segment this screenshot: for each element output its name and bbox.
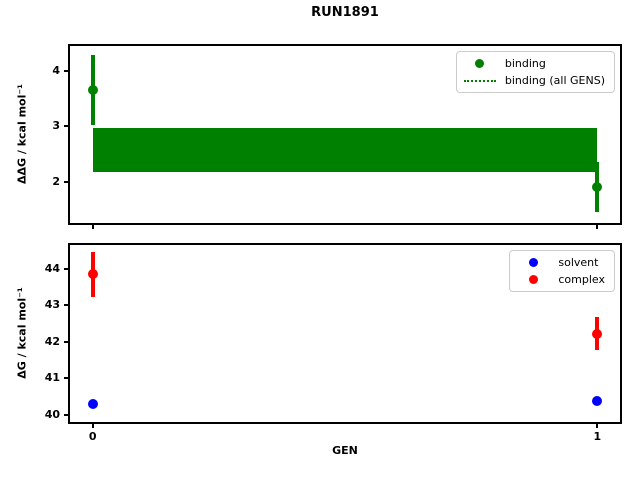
x-tick	[91, 424, 94, 428]
y-tick-label: 44	[44, 261, 60, 275]
bottom-axes-absolute-dG: 40 41 42 43 44 0 1 solvent complex	[45, 243, 622, 443]
legend-entry-complex: complex	[517, 273, 605, 286]
y-tick-label: 2	[52, 174, 60, 188]
legend: solvent complex	[509, 250, 615, 292]
y-tick-label: 43	[44, 298, 60, 312]
legend-label: complex	[558, 273, 605, 286]
legend-label: binding	[504, 57, 546, 70]
legend-label: solvent	[558, 256, 599, 269]
top-axes-binding: 2 3 4 binding binding (all GENS)	[52, 44, 622, 229]
y-tick	[64, 69, 68, 72]
legend-entry-binding-all-gens-: binding (all GENS)	[463, 74, 605, 87]
binding-marker-icon	[475, 59, 485, 68]
legend-entry-solvent: solvent	[517, 256, 605, 269]
y-tick-label: 41	[44, 371, 60, 385]
y-tick	[64, 413, 68, 416]
y-tick-label: 42	[44, 334, 60, 348]
data-point-complex-gen0	[87, 269, 98, 280]
figure-title: RUN1891	[311, 5, 379, 20]
top-y-axis-label: ΔΔG / kcal mol⁻¹	[15, 83, 29, 185]
legend: binding binding (all GENS)	[455, 51, 615, 93]
y-tick	[64, 125, 68, 128]
x-tick	[596, 424, 599, 428]
legend-label: binding (all GENS)	[504, 74, 605, 87]
x-tick-label: 0	[88, 430, 97, 443]
data-point-solvent-gen1	[592, 395, 603, 406]
y-tick	[64, 267, 68, 270]
x-tick	[91, 225, 94, 229]
x-axis-label: GEN	[332, 444, 358, 457]
data-point-solvent-gen0	[87, 399, 98, 410]
solvent-marker-icon	[528, 258, 538, 267]
data-point-binding-gen1	[592, 182, 603, 193]
x-tick-label: 1	[593, 430, 602, 443]
y-tick	[64, 377, 68, 380]
uncertainty-band	[92, 127, 598, 173]
y-tick	[64, 304, 68, 307]
y-tick-label: 40	[44, 407, 60, 421]
complex-marker-icon	[528, 275, 538, 284]
y-tick	[64, 180, 68, 183]
data-point-binding-gen0	[87, 85, 98, 96]
binding (all GENS)-line-icon	[463, 79, 496, 82]
y-tick-label: 3	[52, 119, 60, 133]
y-tick	[64, 340, 68, 343]
y-tick-label: 4	[52, 63, 60, 77]
legend-entry-binding: binding	[464, 57, 605, 70]
data-point-complex-gen1	[592, 328, 603, 339]
x-tick	[596, 225, 599, 229]
